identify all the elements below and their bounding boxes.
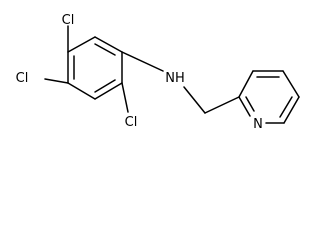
- bond-inner-3: [94, 79, 116, 93]
- atom-labels: Cl Cl Cl NH N: [16, 13, 263, 132]
- bond-c5-c6: [94, 82, 123, 100]
- atom-label-cl-top: Cl: [62, 13, 75, 28]
- bond-ch2-pyridine: [204, 96, 240, 114]
- atom-label-cl-left: Cl: [16, 71, 29, 86]
- benzene-ring: [67, 36, 123, 100]
- substituent-bonds: [44, 25, 240, 114]
- bond-p-inner-2: [279, 96, 293, 118]
- structure-diagram: Cl Cl Cl NH N: [16, 13, 300, 132]
- bond-nh-ch2: [183, 86, 206, 114]
- atom-label-nh: NH: [165, 71, 185, 86]
- bond-p3-p4: [282, 70, 300, 98]
- bond-p-inner-3: [245, 96, 255, 112]
- bond-c2-c3: [67, 36, 96, 53]
- atom-label-n-ring: N: [253, 117, 263, 132]
- bond-c4-cl-left: [44, 78, 69, 84]
- bond-c6-cl-bottom: [121, 82, 129, 113]
- atom-label-cl-bottom: Cl: [125, 115, 138, 130]
- bond-inner-1: [94, 43, 116, 56]
- bond-p1-p2: [238, 70, 254, 98]
- bond-c4-c5: [67, 82, 96, 100]
- bond-c1-c2: [94, 36, 123, 53]
- bond-c1-nh: [121, 51, 164, 72]
- molecule-drawing: Cl Cl Cl NH N: [16, 13, 300, 132]
- bond-p4-p5: [283, 96, 300, 124]
- pyridine-ring: [238, 70, 300, 124]
- bond-n-p1: [238, 96, 251, 117]
